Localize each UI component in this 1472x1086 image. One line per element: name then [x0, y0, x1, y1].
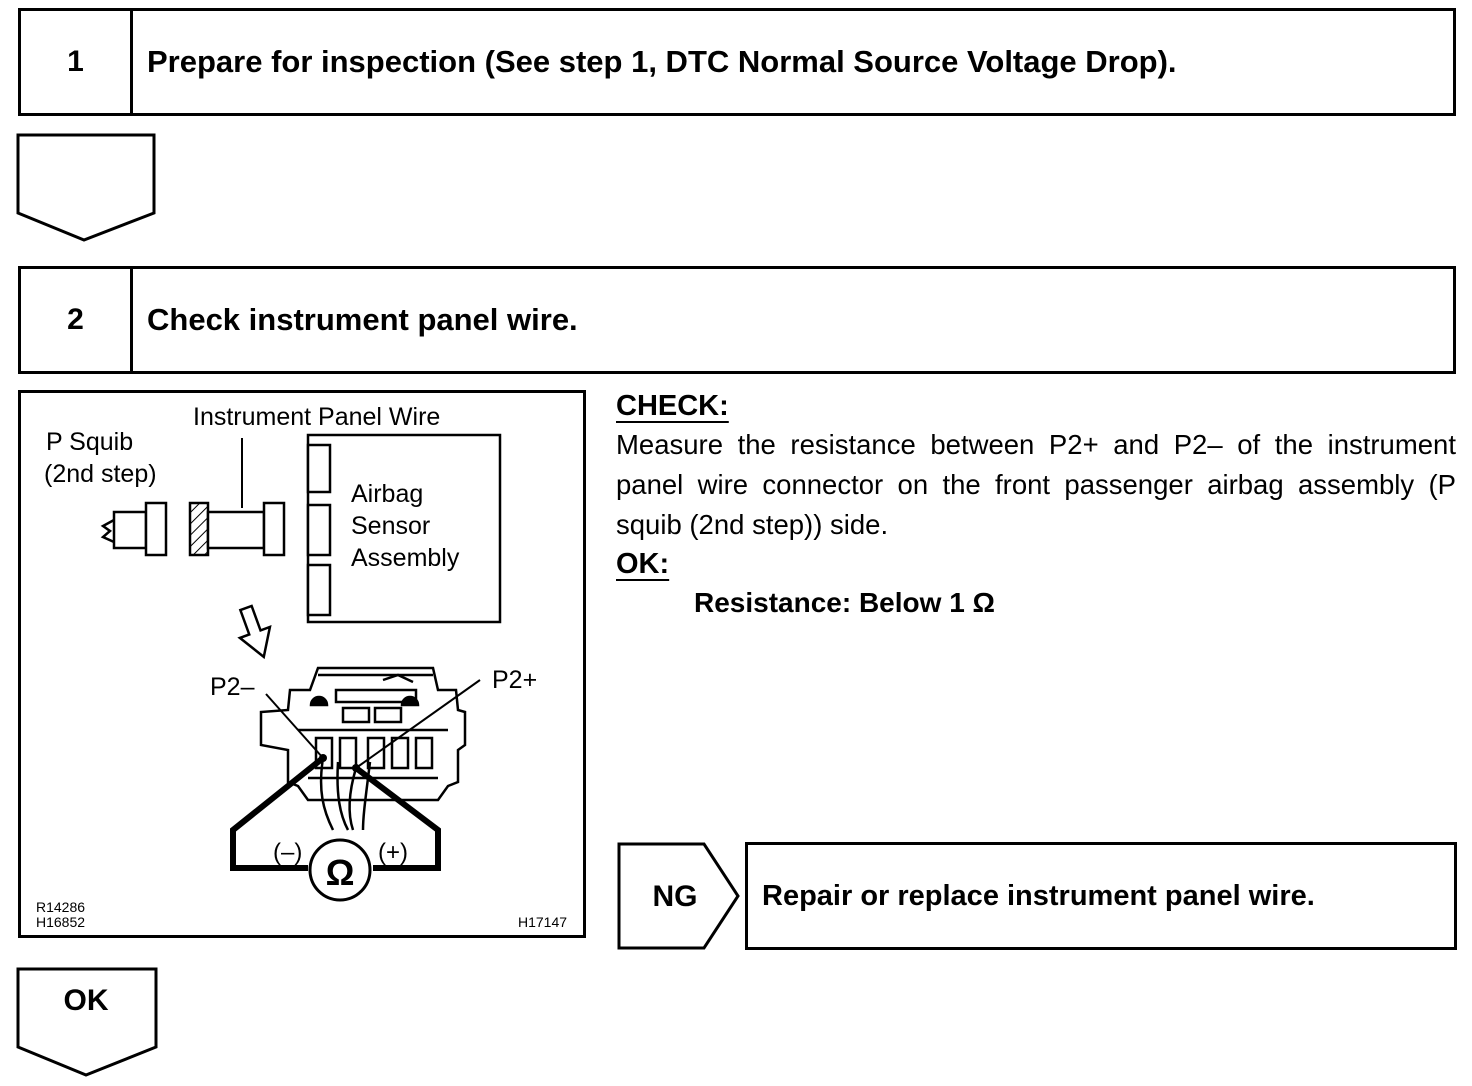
p-squib-connector [144, 501, 168, 557]
wire-end [100, 518, 115, 544]
step-2-number: 2 [21, 269, 133, 371]
check-section: CHECK: Measure the resistance between P2… [616, 387, 1456, 623]
label-p-squib-step: (2nd step) [44, 460, 157, 488]
step-1-number: 1 [21, 11, 133, 113]
label-p-squib: P Squib [46, 428, 133, 456]
airbag-sensor-assembly [306, 433, 502, 624]
probe-negative [319, 757, 335, 831]
label-negative: (–) [273, 839, 302, 866]
figure-code-h2: H17147 [518, 914, 567, 930]
label-sensor: Sensor [351, 512, 430, 540]
step-2-title: Check instrument panel wire. [147, 302, 578, 337]
probe-positive [348, 767, 358, 831]
step-1-box: 1 Prepare for inspection (See step 1, DT… [18, 8, 1456, 116]
ng-label: NG [652, 880, 698, 913]
inspection-figure: Instrument Panel Wire P Squib (2nd step)… [18, 390, 586, 938]
label-p2-plus: P2+ [492, 666, 537, 694]
label-positive: (+) [378, 839, 408, 866]
flow-arrow-down [16, 133, 156, 242]
ok-label: OK [63, 984, 109, 1017]
ohmmeter [308, 838, 372, 902]
ng-arrow [617, 842, 740, 950]
step-1-title: Prepare for inspection (See step 1, DTC … [147, 44, 1177, 79]
check-paragraph: Measure the resistance between P2+ and P… [616, 429, 1456, 540]
ok-heading: OK: [616, 548, 670, 580]
check-heading: CHECK: [616, 390, 729, 422]
ng-action-box: Repair or replace instrument panel wire. [745, 842, 1457, 950]
step-2-box: 2 Check instrument panel wire. [18, 266, 1456, 374]
ohm-symbol: Ω [326, 852, 355, 893]
label-instrument-panel-wire: Instrument Panel Wire [193, 403, 440, 431]
label-assembly: Assembly [351, 544, 460, 572]
ok-arrow [16, 967, 158, 1077]
instrument-panel-connector-hatched [188, 501, 210, 557]
label-p2-minus: P2– [210, 673, 255, 701]
figure-code-h1: H16852 [36, 914, 85, 930]
ng-action-text: Repair or replace instrument panel wire. [762, 879, 1315, 912]
resistance-spec: Resistance: Below 1 Ω [694, 587, 995, 618]
label-airbag: Airbag [351, 480, 423, 508]
figure-code-r: R14286 [36, 899, 85, 915]
view-arrow-icon [237, 604, 272, 660]
